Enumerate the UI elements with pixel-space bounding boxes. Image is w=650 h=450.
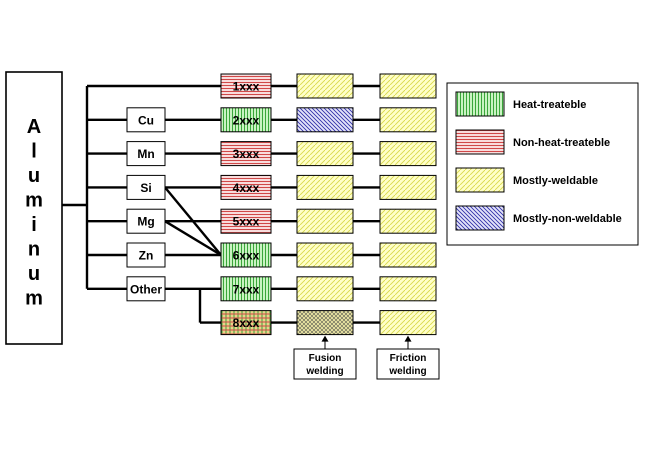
element-box-zn: Zn (126, 242, 166, 268)
alloy-series: 1xxx 2xxx 3xxx 4xxx 5xxx 6xxx 7xxx 8xxx (220, 73, 272, 336)
friction-weld-box-2xxx (379, 107, 437, 133)
element-label: Si (140, 181, 151, 195)
fusion-weld-box-4xxx (296, 174, 354, 200)
arrow-up-icon (404, 335, 412, 342)
legend-item-non-heat: Non-heat-treateble (455, 129, 610, 155)
friction-weld-box-1xxx (379, 73, 437, 99)
fusion-weld-box-2xxx (296, 107, 354, 133)
friction-weld-box-8xxx (379, 310, 437, 336)
legend-item-weld: Mostly-weldable (455, 167, 598, 193)
fusion-weld-box-1xxx (296, 73, 354, 99)
series-box-8xxx: 8xxx (220, 310, 272, 336)
series-box-6xxx: 6xxx (220, 242, 272, 268)
welding-label-text: welding (305, 366, 343, 377)
fusion-weld-box-5xxx (296, 208, 354, 234)
welding-label-text: Friction (390, 353, 427, 364)
legend: Heat-treatebleNon-heat-treatebleMostly-w… (446, 82, 639, 246)
element-label: Zn (139, 249, 154, 263)
friction-weld-box-6xxx (379, 242, 437, 268)
aluminum-letter: m (25, 190, 43, 212)
friction-weld-box-3xxx (379, 141, 437, 167)
legend-label: Mostly-non-weldable (513, 213, 622, 225)
aluminum-letter: A (27, 116, 41, 138)
aluminum-letter: l (31, 141, 37, 163)
series-label: 5xxx (233, 215, 260, 229)
legend-label: Mostly-weldable (513, 175, 598, 187)
series-label: 3xxx (233, 147, 260, 161)
friction-weld-box-7xxx (379, 276, 437, 302)
arrow-up-icon (321, 335, 329, 342)
series-box-4xxx: 4xxx (220, 174, 272, 200)
series-box-2xxx: 2xxx (220, 107, 272, 133)
friction-welding-label: Friction welding (376, 335, 440, 380)
legend-item-heat: Heat-treateble (455, 91, 586, 117)
series-label: 6xxx (233, 249, 260, 263)
legend-label: Heat-treateble (513, 99, 586, 111)
aluminum-box (5, 71, 63, 345)
friction-weld-box-5xxx (379, 208, 437, 234)
welding-label-text: Fusion (309, 353, 342, 364)
aluminum-letter: n (28, 239, 40, 261)
element-box-other: Other (126, 276, 166, 302)
series-box-5xxx: 5xxx (220, 208, 272, 234)
welding-boxes (296, 73, 437, 336)
welding-labels: Fusion welding Friction welding (293, 335, 440, 380)
legend-swatch (455, 167, 505, 193)
series-label: 7xxx (233, 282, 260, 296)
series-box-3xxx: 3xxx (220, 141, 272, 167)
connector-lines (62, 84, 380, 324)
series-box-1xxx: 1xxx (220, 73, 272, 99)
series-label: 1xxx (233, 80, 260, 94)
si-to-6xxx-line (164, 186, 222, 256)
series-box-7xxx: 7xxx (220, 276, 272, 302)
element-label: Mn (137, 147, 154, 161)
element-label: Mg (137, 215, 154, 229)
legend-swatch (455, 129, 505, 155)
element-box-mg: Mg (126, 208, 166, 234)
welding-label-text: welding (388, 366, 426, 377)
aluminum-letter: i (31, 214, 37, 236)
legend-item-nonweld: Mostly-non-weldable (455, 205, 622, 231)
legend-label: Non-heat-treateble (513, 137, 610, 149)
friction-weld-box-4xxx (379, 174, 437, 200)
aluminum-letter: u (28, 263, 40, 285)
fusion-weld-box-3xxx (296, 141, 354, 167)
element-box-cu: Cu (126, 107, 166, 133)
element-box-mn: Mn (126, 141, 166, 167)
fusion-weld-box-8xxx (296, 310, 354, 336)
aluminum-letter: u (28, 165, 40, 187)
series-label: 4xxx (233, 181, 260, 195)
fusion-weld-box-6xxx (296, 242, 354, 268)
series-label: 8xxx (233, 316, 260, 330)
series-label: 2xxx (233, 113, 260, 127)
legend-swatch (455, 91, 505, 117)
element-box-si: Si (126, 174, 166, 200)
element-label: Other (130, 282, 162, 296)
element-label: Cu (138, 113, 154, 127)
fusion-weld-box-7xxx (296, 276, 354, 302)
aluminum-letter: m (25, 288, 43, 310)
mg-to-6xxx-line (164, 220, 222, 257)
legend-swatch (455, 205, 505, 231)
fusion-welding-label: Fusion welding (293, 335, 357, 380)
